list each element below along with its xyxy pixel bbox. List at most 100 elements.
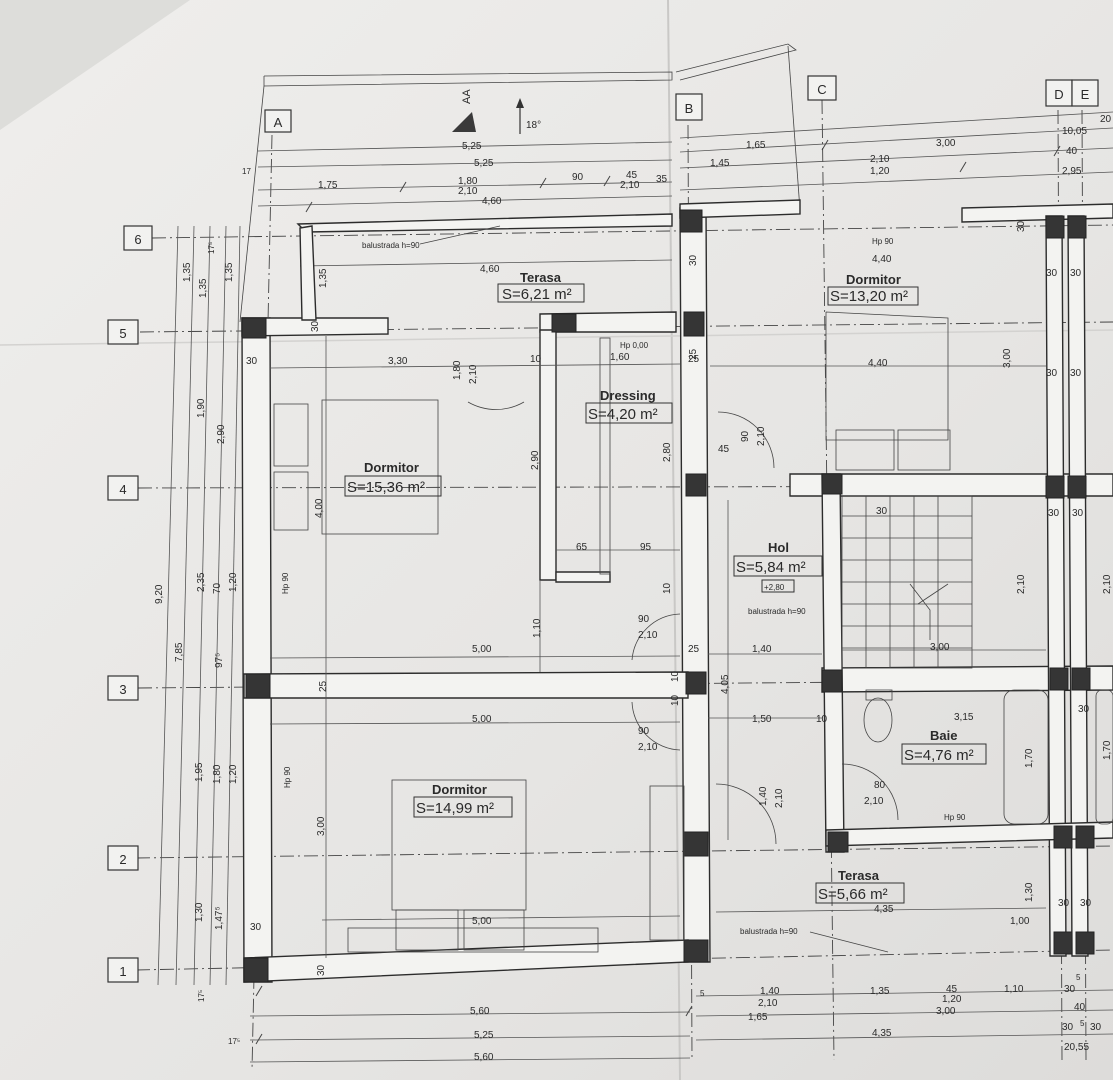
dim-1-65: 1,65 <box>746 140 766 151</box>
walls <box>241 199 1113 983</box>
dim-30-bottom-c: 30 <box>1090 1022 1102 1033</box>
dim-4-35-int: 4,35 <box>874 904 894 915</box>
svg-text:Baie: Baie <box>930 728 957 743</box>
dim-2-10-int-c: 2,10 <box>638 742 658 753</box>
dim-4-60-a: 4,60 <box>482 196 502 207</box>
svg-text:D: D <box>1054 87 1063 102</box>
dim-30-j: 30 <box>1046 368 1058 379</box>
dim-35: 35 <box>656 174 668 185</box>
svg-text:B: B <box>685 101 694 116</box>
structural-columns <box>241 209 1095 983</box>
dim-1-35-b: 1,35 <box>198 278 209 298</box>
dim-30-p: 30 <box>1080 898 1092 909</box>
dim-40-top: 40 <box>1066 146 1078 157</box>
dim-17-5-bottom-b: 17⁵ <box>228 1037 240 1046</box>
section-marker: AA <box>452 89 476 132</box>
dim-3-00-stair: 3,00 <box>930 642 950 653</box>
dim-3-00-top: 3,00 <box>936 138 956 149</box>
dim-5-25-b: 5,25 <box>474 158 494 169</box>
dim-5-25-bottom: 5,25 <box>474 1030 494 1041</box>
svg-text:C: C <box>817 82 826 97</box>
dim-7-85: 7,85 <box>174 642 185 662</box>
dimension-lines-top <box>257 111 1113 267</box>
svg-text:18°: 18° <box>526 120 541 131</box>
svg-text:S=13,20 m²: S=13,20 m² <box>830 288 908 305</box>
dim-5-00-a: 5,00 <box>472 644 492 655</box>
dim-2-10-c: 2,10 <box>870 154 890 165</box>
grid-tag-D: D <box>1045 79 1073 107</box>
dim-1-80-int: 1,80 <box>452 360 463 380</box>
dim-30-m: 30 <box>1072 508 1084 519</box>
dim-2-10-a: 2,10 <box>458 186 478 197</box>
dim-30-b: 30 <box>250 922 262 933</box>
dim-25-b: 25 <box>688 354 700 365</box>
dim-1-75: 1,75 <box>318 180 338 191</box>
svg-text:Terasa: Terasa <box>838 868 880 883</box>
dim-3-00-right: 3,00 <box>1002 348 1013 368</box>
dim-3-15: 3,15 <box>954 712 974 723</box>
svg-text:2: 2 <box>119 852 126 867</box>
dim-25-c: 25 <box>688 348 699 360</box>
dim-2-90-int: 2,90 <box>530 450 541 470</box>
room-dormitor-top: Dormitor S=13,20 m² <box>827 272 919 306</box>
dim-45-bottom: 45 <box>946 984 958 995</box>
grid-tag-A: A <box>264 109 292 133</box>
svg-text:Terasa: Terasa <box>520 270 562 285</box>
svg-text:S=4,20 m²: S=4,20 m² <box>588 406 658 423</box>
svg-text:1: 1 <box>119 964 126 979</box>
note-balustrada-bottom: balustrada h=90 <box>740 927 798 936</box>
dim-30-i: 30 <box>1070 268 1082 279</box>
note-hp90-bath: Hp 90 <box>944 813 966 822</box>
dim-10-b: 10 <box>662 582 673 594</box>
dim-1-35-bottom: 1,35 <box>870 986 890 997</box>
dim-20: 20 <box>1100 114 1112 125</box>
dim-4-60-b: 4,60 <box>480 264 500 275</box>
dim-10-05: 10,05 <box>1062 126 1087 137</box>
dim-30-bottom-b: 30 <box>1062 1022 1074 1033</box>
dim-2-10-int-e: 2,10 <box>774 788 785 808</box>
svg-text:S=14,99 m²: S=14,99 m² <box>416 800 494 817</box>
dim-25-a: 25 <box>318 680 329 692</box>
svg-text:6: 6 <box>134 232 141 247</box>
dim-30-bottom: 30 <box>1064 984 1076 995</box>
svg-text:S=5,66 m²: S=5,66 m² <box>818 886 888 903</box>
dim-1-40-bottom: 1,40 <box>760 986 780 997</box>
dim-90-int-b: 90 <box>638 726 650 737</box>
note-balustrada-mid: balustrada h=90 <box>748 607 806 616</box>
dim-10-d: 10 <box>670 670 681 682</box>
dim-17-5-bottom: 17⁵ <box>197 990 206 1002</box>
dim-97-5: 97⁵ <box>214 653 225 668</box>
svg-text:Hol: Hol <box>768 540 789 555</box>
room-terasa-top: Terasa S=6,21 m² <box>497 270 585 303</box>
paper-fold-vertical <box>667 0 681 1080</box>
dim-2-10-int-a: 2,10 <box>468 364 479 384</box>
dim-95: 95 <box>640 542 652 553</box>
dim-70: 70 <box>212 582 223 594</box>
dim-4-05: 4,05 <box>720 674 731 694</box>
dim-17: 17 <box>242 167 251 176</box>
grid-tag-E: E <box>1071 79 1099 107</box>
dim-5-60-b: 5,60 <box>474 1052 494 1063</box>
grid-tag-5: 5 <box>107 319 139 345</box>
dim-4-00: 4,00 <box>314 498 325 518</box>
dim-30-k: 30 <box>1070 368 1082 379</box>
dim-17-5-top: 17⁵ <box>207 242 216 254</box>
note-balustrada-top: balustrada h=90 <box>362 241 420 250</box>
dim-30-h: 30 <box>1046 268 1058 279</box>
dim-45-int: 45 <box>718 444 730 455</box>
svg-text:S=15,36 m²: S=15,36 m² <box>347 479 425 496</box>
dim-1-70-b: 1,70 <box>1102 740 1113 760</box>
dim-4-35-bottom: 4,35 <box>872 1028 892 1039</box>
dim-30-d: 30 <box>310 320 321 332</box>
dim-4-40-int: 4,40 <box>868 358 888 369</box>
svg-text:3: 3 <box>119 682 126 697</box>
svg-text:S=5,84 m²: S=5,84 m² <box>736 559 806 576</box>
dim-30-g: 30 <box>1016 220 1027 232</box>
dim-1-60: 1,60 <box>610 352 630 363</box>
dimension-lines-left <box>157 225 241 986</box>
dim-2-35: 2,35 <box>196 572 207 592</box>
dim-3-30: 3,30 <box>388 356 408 367</box>
dim-1-35-a: 1,35 <box>182 262 193 282</box>
dim-90-int-a: 90 <box>638 614 650 625</box>
